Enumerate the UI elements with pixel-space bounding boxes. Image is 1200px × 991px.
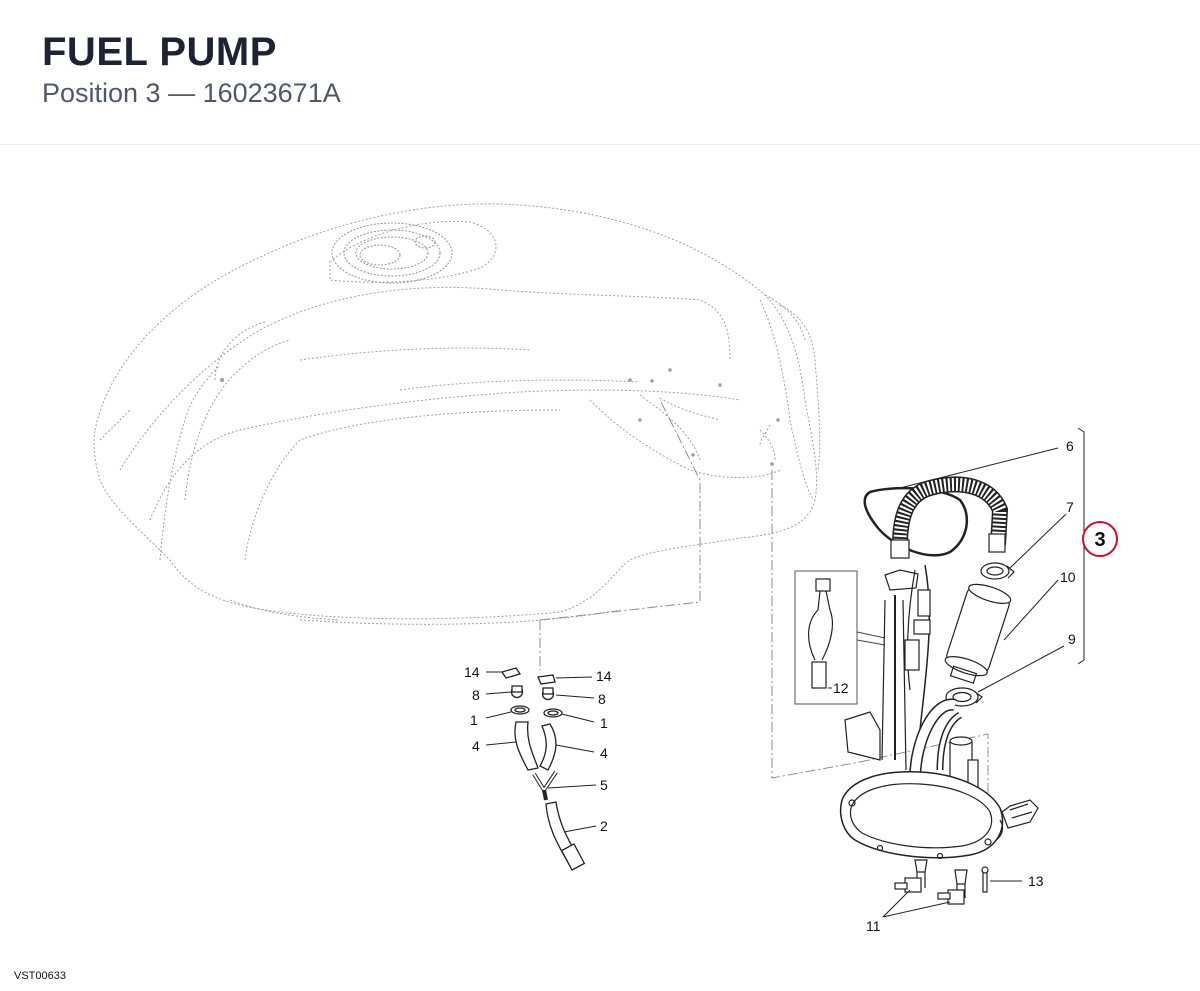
callout-11: 11 bbox=[866, 918, 881, 934]
callout-6: 6 bbox=[1066, 438, 1074, 454]
callout-9: 9 bbox=[1068, 631, 1076, 647]
callout-4-left: 4 bbox=[472, 738, 480, 754]
callout-14-right: 14 bbox=[596, 668, 612, 684]
tank-mount-holes bbox=[220, 368, 780, 466]
callout-10: 10 bbox=[1060, 569, 1076, 585]
callout-8-left: 8 bbox=[472, 687, 480, 703]
callout-8-right: 8 bbox=[598, 691, 606, 707]
page-subtitle: Position 3 — 16023671A bbox=[42, 78, 341, 108]
exploded-diagram: 3 14 8 1 4 14 8 1 4 5 2 6 7 10 9 12 13 1… bbox=[0, 146, 1200, 991]
callout-5: 5 bbox=[600, 777, 608, 793]
pump-fittings bbox=[894, 859, 989, 905]
page-title: FUEL PUMP bbox=[42, 30, 277, 74]
group-callout-number: 3 bbox=[1094, 529, 1105, 551]
callout-4-right: 4 bbox=[600, 745, 608, 761]
callout-1-left: 1 bbox=[470, 712, 478, 728]
drawing-code: VST00633 bbox=[14, 970, 66, 982]
assembly-centerlines bbox=[539, 399, 989, 800]
callout-14-left: 14 bbox=[464, 664, 480, 680]
fuel-pump-assembly bbox=[839, 476, 1039, 860]
callout-2: 2 bbox=[600, 818, 608, 834]
left-hose-assembly bbox=[500, 667, 586, 871]
callout-12: 12 bbox=[833, 680, 849, 696]
callout-1-right: 1 bbox=[600, 715, 608, 731]
page-header: FUEL PUMP Position 3 — 16023671A bbox=[0, 0, 1200, 145]
fuel-tank-outline bbox=[93, 203, 821, 625]
callout-7: 7 bbox=[1066, 499, 1074, 515]
left-leader-lines bbox=[485, 671, 597, 833]
group-callout-circle bbox=[1082, 521, 1118, 557]
callout-13: 13 bbox=[1028, 873, 1044, 889]
inset-detail-12 bbox=[794, 570, 886, 705]
tank-filler-cap bbox=[331, 222, 453, 284]
